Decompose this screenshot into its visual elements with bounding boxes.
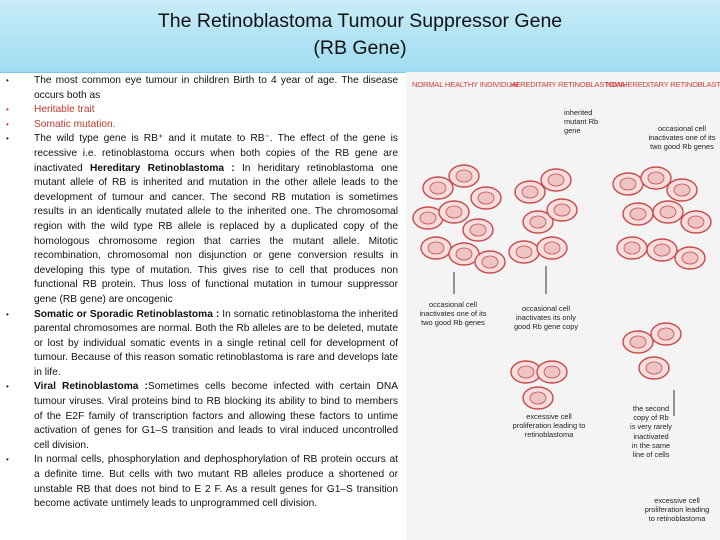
figure-col1-title: NORMAL HEALTHY INDIVIDUAL	[412, 80, 521, 89]
bullet-text: The wild type gene is RB⁺ and it mutate …	[34, 133, 398, 174]
hereditary-tumour-cluster	[510, 360, 568, 410]
figure-col3-title: NONHEREDITARY RETINOBLASTOMA	[606, 80, 720, 89]
bullet-bold: Hereditary Retinoblastoma :	[89, 162, 235, 174]
bullet-item: • Viral Retinoblastoma :Sometimes cells …	[6, 381, 398, 451]
bullet-item: • In normal cells, phosphorylation and d…	[6, 454, 398, 510]
caption-second-copy: the second copy of Rb is very rarely ina…	[630, 404, 672, 460]
bullet-text: Heritable trait	[34, 104, 95, 116]
bullet-text: The most common eye tumour in children B…	[34, 75, 398, 101]
nonhereditary-cell-cluster	[612, 166, 712, 270]
bullet-item: • Heritable trait	[6, 104, 95, 116]
bullet-text: In normal cells, phosphorylation and dep…	[34, 454, 398, 510]
bullet-text: In somatic retinoblastoma the inherited …	[34, 308, 399, 378]
caption-excess-col3: excessive cell proliferation leading to …	[644, 496, 710, 524]
body-text: • The most common eye tumour in children…	[6, 74, 398, 512]
caption-excess-col2: excessive cell proliferation leading to …	[512, 412, 586, 440]
figure-col2-title: HEREDITARY RETINOBLASTOMA	[510, 80, 626, 89]
title-band	[0, 0, 720, 73]
caption-col1: occasional cell inactivates one of its t…	[419, 300, 487, 328]
figure-cells	[412, 164, 712, 416]
slide-title: The Retinoblastoma Tumour Suppressor Gen…	[0, 8, 720, 62]
caption-inherited: inherited mutant Rb gene	[564, 108, 599, 136]
bullet-text: Sometimes cells become infected with cer…	[34, 381, 398, 451]
nonhereditary-second-cluster	[622, 322, 682, 380]
bullet-item: • Somatic or Sporadic Retinoblastoma : I…	[6, 308, 399, 378]
bullet-text: In heriditary retinoblastoma one mutant …	[34, 162, 398, 305]
caption-occasional-top: occasional cell inactivates one of its t…	[648, 124, 716, 152]
bullet-item: • The wild type gene is RB⁺ and it mutat…	[6, 133, 398, 305]
bullet-text: Somatic mutation.	[34, 118, 116, 130]
normal-cell-cluster	[412, 164, 506, 274]
bullet-item: • The most common eye tumour in children…	[6, 75, 398, 101]
hereditary-cell-cluster	[508, 168, 578, 264]
title-line-1: The Retinoblastoma Tumour Suppressor Gen…	[157, 10, 563, 32]
bullet-bold: Viral Retinoblastoma :	[34, 381, 148, 393]
bullet-item: • Somatic mutation.	[6, 118, 116, 130]
bullet-bold: Somatic or Sporadic Retinoblastoma :	[34, 308, 220, 320]
caption-col2: occasional cell inactivates its only goo…	[513, 304, 579, 332]
title-line-2: (RB Gene)	[313, 37, 407, 59]
retinoblastoma-figure: NORMAL HEALTHY INDIVIDUAL HEREDITARY RET…	[406, 72, 720, 540]
